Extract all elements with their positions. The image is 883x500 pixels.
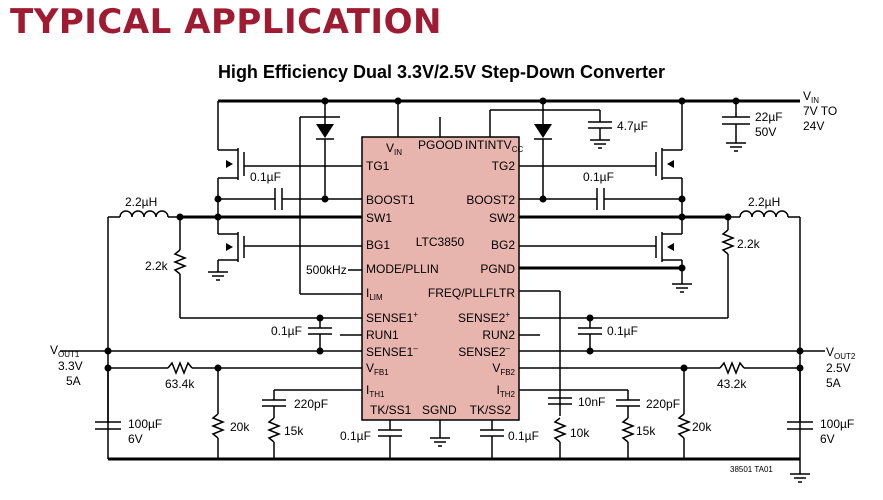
label-cin-v: 50V: [755, 125, 776, 139]
label-vout2: VOUT2: [826, 345, 856, 361]
pin-sense1-plus: SENSE1+: [366, 310, 418, 325]
pin-run2: RUN2: [482, 328, 515, 342]
label-r-sense1: 2.2k: [145, 259, 169, 273]
label-vout2-current: 5A: [826, 376, 841, 390]
pin-ith1: ITH1: [366, 383, 385, 399]
pin-freq: FREQ/PLLFLTR: [428, 286, 515, 300]
label-c-ss2: 0.1µF: [508, 429, 539, 443]
pin-tg2: TG2: [492, 159, 516, 173]
pin-run1: RUN1: [366, 328, 399, 342]
circuit-title: High Efficiency Dual 3.3V/2.5V Step-Down…: [217, 62, 666, 82]
pin-ilim: ILIM: [366, 286, 383, 302]
pin-tkss1: TK/SS1: [370, 403, 412, 417]
label-vout1: VOUT1: [50, 343, 80, 359]
pin-sense2-plus: SENSE2+: [458, 310, 510, 325]
pin-bg2: BG2: [491, 238, 515, 252]
label-r-fb-bot2: 20k: [692, 420, 712, 434]
label-vout1-voltage: 3.3V: [58, 359, 83, 373]
label-c-ith2: 220pF: [646, 397, 680, 411]
pin-sgnd: SGND: [422, 403, 457, 417]
label-c-ss1: 0.1µF: [340, 429, 371, 443]
label-cin: 22µF: [755, 110, 783, 124]
label-c-pll: 10nF: [578, 395, 605, 409]
pin-tkss2: TK/SS2: [470, 403, 512, 417]
label-boost-cap2: 0.1µF: [583, 170, 614, 184]
label-vin-range2: 24V: [803, 119, 824, 133]
label-c-out1: 100µF: [128, 417, 162, 431]
label-r-ith2: 15k: [636, 424, 656, 438]
pin-boost2: BOOST2: [466, 193, 515, 207]
pin-intvcc: INTINTVCC: [465, 138, 523, 154]
label-c-out2: 100µF: [820, 417, 854, 431]
pin-tg1: TG1: [366, 159, 390, 173]
pin-ith2: ITH2: [497, 383, 516, 399]
label-mode: 500kHz: [306, 263, 347, 277]
label-intv-cap: 4.7µF: [617, 119, 648, 133]
label-vout2-voltage: 2.5V: [826, 361, 851, 375]
label-c-sense2: 0.1µF: [607, 324, 638, 338]
page-title: TYPICAL APPLICATION: [10, 2, 442, 42]
label-vin-range: 7V TO: [803, 104, 837, 118]
footer-code: 38501 TA01: [730, 465, 773, 474]
pin-sw1: SW1: [366, 211, 392, 225]
label-r-ith1: 15k: [284, 424, 304, 438]
label-r-fb-bot1: 20k: [230, 420, 250, 434]
label-c-sense1: 0.1µF: [271, 324, 302, 338]
pin-bg1: BG1: [366, 238, 390, 252]
pin-sw2: SW2: [489, 211, 515, 225]
pin-vfb1: VFB1: [366, 361, 389, 377]
label-c-out1-v: 6V: [128, 432, 143, 446]
label-vin: VIN: [803, 89, 819, 105]
label-r-fb-top1: 63.4k: [165, 377, 195, 391]
pin-sense1-minus: SENSE1–: [366, 344, 418, 359]
label-boost-cap1: 0.1µF: [250, 170, 281, 184]
ic-name: LTC3850: [416, 235, 465, 249]
pin-boost1: BOOST1: [366, 193, 415, 207]
label-c-ith1: 220pF: [294, 397, 328, 411]
ic-body: [361, 136, 520, 421]
label-l2: 2.2µH: [748, 195, 780, 209]
pin-pgnd: PGND: [480, 262, 515, 276]
label-r-fb-top2: 43.2k: [717, 377, 747, 391]
pin-vin: VIN: [386, 141, 402, 157]
label-vout1-current: 5A: [66, 374, 81, 388]
label-l1: 2.2µH: [125, 195, 157, 209]
pin-sense2-minus: SENSE2–: [458, 344, 510, 359]
pin-vfb2: VFB2: [492, 361, 515, 377]
label-c-out2-v: 6V: [820, 432, 835, 446]
pin-pgood: PGOOD: [418, 138, 463, 152]
pin-mode: MODE/PLLIN: [366, 262, 439, 276]
label-r-pll: 10k: [570, 426, 590, 440]
label-r-sense2: 2.2k: [737, 237, 761, 251]
